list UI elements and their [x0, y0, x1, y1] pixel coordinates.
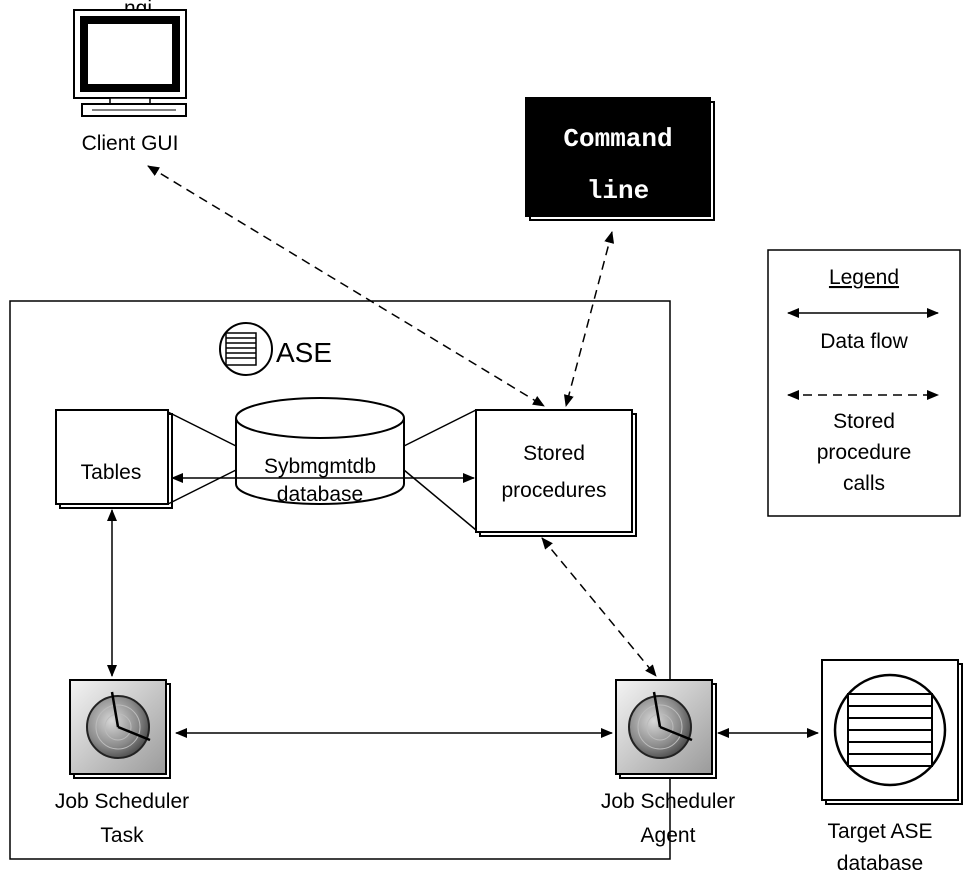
client-gui-label: Client GUI	[82, 132, 179, 155]
task-label-1: Job Scheduler	[55, 790, 189, 813]
client-gui-procedures-call-arrow	[147, 165, 545, 407]
database-label-1: Sybmgmtdb	[264, 455, 376, 478]
legend-title: Legend	[829, 266, 899, 289]
legend-stored-label-1: Stored	[833, 410, 895, 433]
procedures-agent-call-arrow	[541, 537, 657, 677]
agent-label-2: Agent	[641, 824, 696, 847]
tables-box[interactable]	[55, 409, 173, 509]
command-line-procedures-call-arrow	[563, 231, 615, 407]
task-label-2: Task	[100, 824, 144, 847]
database-label-2: database	[277, 483, 363, 506]
target-label-1: Target ASE	[827, 820, 932, 843]
command-line-box[interactable]: Command line	[525, 97, 715, 221]
agent-label-1: Job Scheduler	[601, 790, 735, 813]
stored-procedures-box[interactable]	[475, 409, 637, 537]
legend-stored-label-2: procedure	[817, 441, 912, 464]
db-procedures-connector	[403, 409, 477, 531]
legend-stored-label-3: calls	[843, 472, 885, 495]
legend-data-flow-label: Data flow	[820, 330, 908, 353]
legend-box	[767, 249, 961, 517]
computer-icon[interactable]	[73, 9, 187, 117]
command-line-text-1: Command	[563, 124, 672, 154]
ase-database-icon	[219, 322, 273, 376]
stored-procedures-label-1: Stored	[523, 442, 585, 465]
ase-label: ASE	[276, 337, 332, 368]
job-scheduler-agent-icon[interactable]	[615, 679, 717, 779]
tables-db-connector	[167, 411, 237, 505]
job-scheduler-task-icon[interactable]	[69, 679, 171, 779]
command-line-text-2: line	[587, 176, 649, 206]
tables-label: Tables	[81, 461, 142, 484]
stored-procedures-label-2: procedures	[501, 479, 606, 502]
target-label-2: database	[837, 852, 923, 875]
target-ase-database-icon[interactable]	[821, 659, 963, 805]
